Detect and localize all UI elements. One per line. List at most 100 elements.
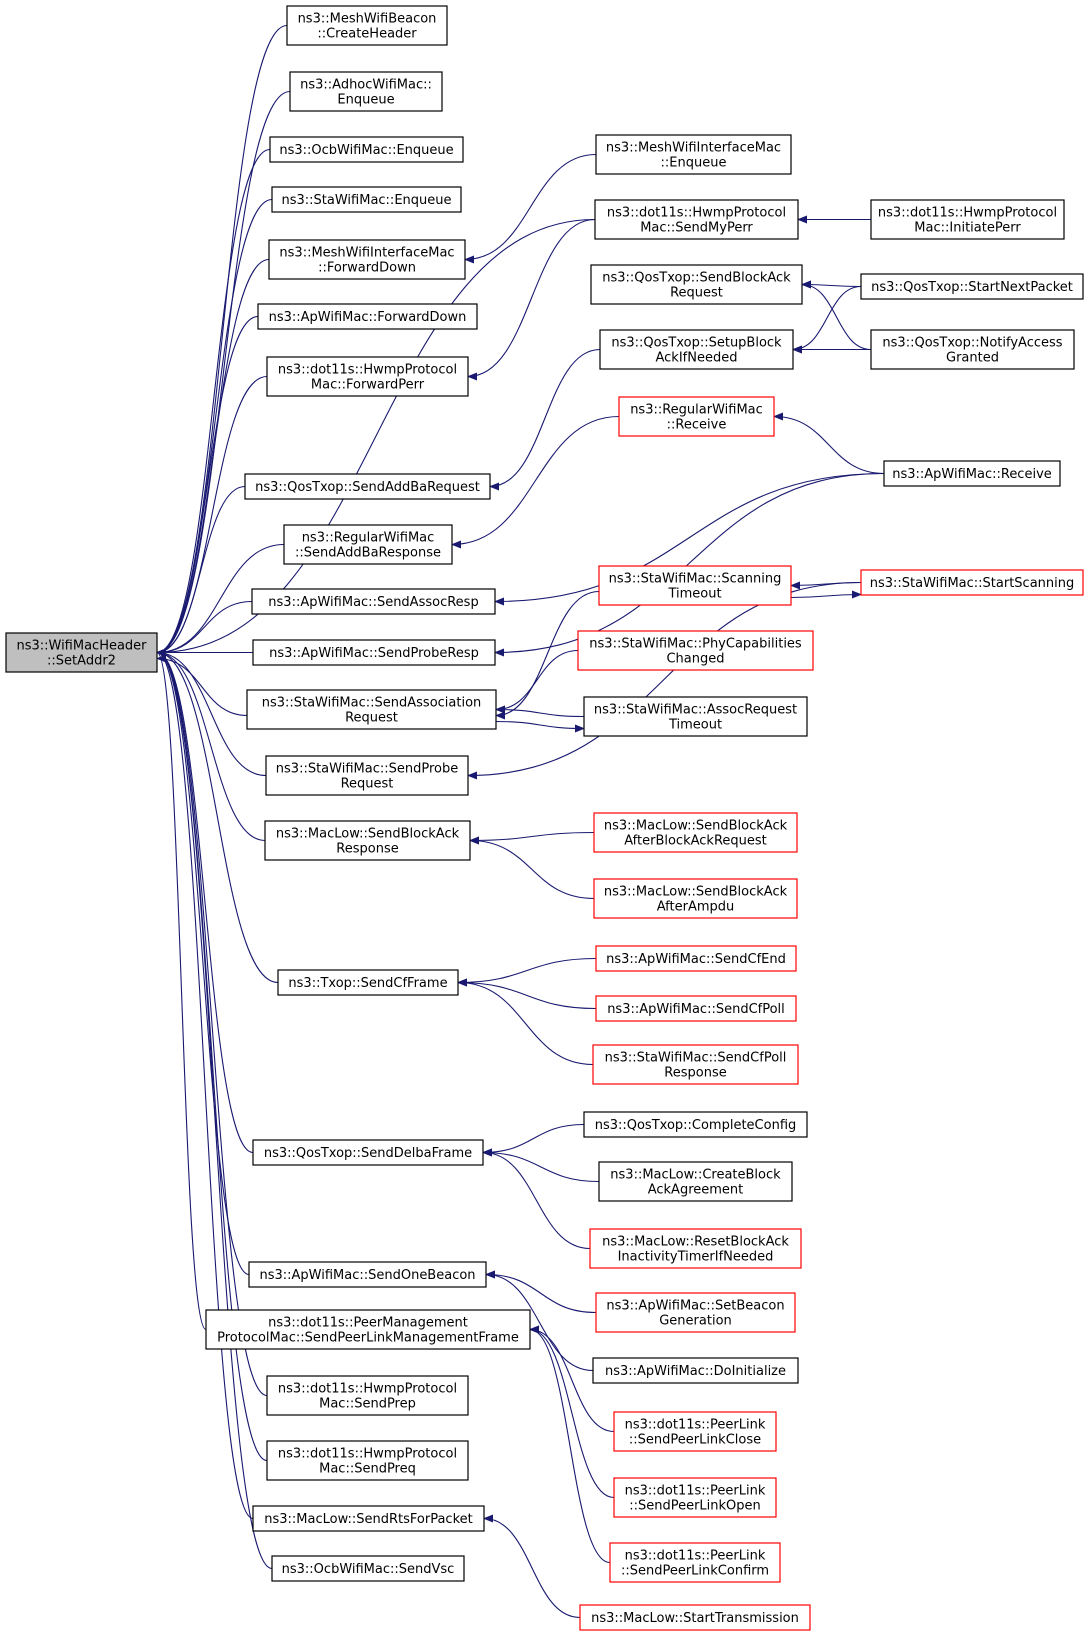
node-label: ns3::OcbWifiMac::Enqueue bbox=[279, 143, 453, 158]
node-ns3-qostxop-completeconfig[interactable]: ns3::QosTxop::CompleteConfig bbox=[583, 1111, 808, 1138]
node-label: ns3::ApWifiMac::SetBeacon bbox=[606, 1299, 784, 1314]
node-box bbox=[609, 1542, 781, 1583]
node-box bbox=[592, 1357, 799, 1384]
node-label: Request bbox=[341, 777, 394, 792]
node-ns3-qostxop-startnextpacket[interactable]: ns3::QosTxop::StartNextPacket bbox=[860, 273, 1084, 300]
node-ns3-stawifimac-enqueue[interactable]: ns3::StaWifiMac::Enqueue bbox=[271, 186, 462, 213]
node-ns3-dot11s-peerlink-sendpeerlinkconfirm[interactable]: ns3::dot11s::PeerLink::SendPeerLinkConfi… bbox=[609, 1542, 781, 1583]
node-ns3-apwifimac-sendproberesp[interactable]: ns3::ApWifiMac::SendProbeResp bbox=[252, 639, 496, 666]
node-label: ::SendPeerLinkClose bbox=[629, 1433, 761, 1448]
node-ns3-stawifimac-startscanning[interactable]: ns3::StaWifiMac::StartScanning bbox=[860, 569, 1084, 596]
node-box bbox=[870, 199, 1065, 240]
node-label: ns3::dot11s::HwmpProtocol bbox=[278, 1447, 457, 1462]
node-ns3-meshwifiinterfacemac-enqueue[interactable]: ns3::MeshWifiInterfaceMac::Enqueue bbox=[595, 134, 792, 175]
node-label: ::SendPeerLinkConfirm bbox=[621, 1564, 769, 1579]
edge-layer bbox=[156, 24, 885, 1619]
node-ns3-ocbwifimac-enqueue[interactable]: ns3::OcbWifiMac::Enqueue bbox=[269, 136, 464, 163]
node-ns3-txop-sendcfframe[interactable]: ns3::Txop::SendCfFrame bbox=[277, 969, 459, 996]
node-ns3-meshwifiinterfacemac-forwarddown[interactable]: ns3::MeshWifiInterfaceMac::ForwardDown bbox=[268, 239, 466, 280]
edge-m16-to-n16 bbox=[482, 1148, 591, 1250]
edge-r5-to-m6 bbox=[790, 581, 862, 590]
node-ns3-maclow-sendblockackafterblockackrequest[interactable]: ns3::MacLow::SendBlockAckAfterBlockAckRe… bbox=[593, 812, 798, 853]
node-box bbox=[613, 1411, 777, 1452]
node-label: Response bbox=[664, 1066, 726, 1081]
node-ns3-adhocwifimac-enqueue[interactable]: ns3::AdhocWifiMac::Enqueue bbox=[289, 71, 443, 112]
node-ns3-qostxop-senddelbaframe[interactable]: ns3::QosTxop::SendDelbaFrame bbox=[252, 1139, 484, 1166]
edge-n21-to-root bbox=[156, 648, 254, 1520]
edge-n16-to-root bbox=[156, 648, 254, 1154]
node-ns3-apwifimac-sendcfend[interactable]: ns3::ApWifiMac::SendCfEnd bbox=[595, 945, 797, 972]
node-box bbox=[860, 569, 1084, 596]
node-box bbox=[613, 1477, 777, 1518]
edge-n8-to-root bbox=[156, 485, 246, 657]
node-ns3-wifimacheader-setaddr2[interactable]: ns3::WifiMacHeader::SetAddr2 bbox=[5, 632, 158, 673]
node-ns3-qostxop-sendaddbarequest[interactable]: ns3::QosTxop::SendAddBaRequest bbox=[244, 473, 491, 500]
node-box bbox=[577, 630, 814, 671]
node-ns3-regularwifimac-receive[interactable]: ns3::RegularWifiMac::Receive bbox=[618, 396, 775, 437]
node-label: ::ForwardDown bbox=[318, 261, 416, 276]
edge-m17-to-n17 bbox=[485, 1270, 597, 1314]
node-label: ns3::ApWifiMac::SendProbeResp bbox=[269, 646, 479, 661]
node-box bbox=[5, 632, 158, 673]
node-ns3-apwifimac-forwarddown[interactable]: ns3::ApWifiMac::ForwardDown bbox=[257, 303, 478, 330]
node-label: ns3::dot11s::PeerManagement bbox=[268, 1316, 468, 1331]
node-box bbox=[244, 473, 491, 500]
node-label: ns3::QosTxop::StartNextPacket bbox=[871, 280, 1073, 295]
node-ns3-maclow-starttransmission[interactable]: ns3::MacLow::StartTransmission bbox=[579, 1604, 811, 1631]
node-label: Mac::ForwardPerr bbox=[311, 378, 425, 393]
node-ns3-apwifimac-sendassocresp[interactable]: ns3::ApWifiMac::SendAssocResp bbox=[251, 588, 496, 615]
node-box bbox=[595, 945, 797, 972]
node-ns3-dot11s-peermanagementprotocolmac-sendpeerlinkmanagementframe[interactable]: ns3::dot11s::PeerManagementProtocolMac::… bbox=[205, 1309, 531, 1350]
node-label: AfterAmpdu bbox=[657, 900, 735, 915]
edge-n12-to-root bbox=[156, 654, 248, 717]
node-label: AfterBlockAckRequest bbox=[624, 834, 767, 849]
node-label: ns3::dot11s::PeerLink bbox=[625, 1549, 766, 1564]
node-label: ns3::StaWifiMac::SendAssociation bbox=[262, 696, 482, 711]
node-ns3-apwifimac-sendcfpoll[interactable]: ns3::ApWifiMac::SendCfPoll bbox=[595, 995, 797, 1022]
edge-m21-to-n18 bbox=[529, 1325, 611, 1564]
node-label: ns3::StaWifiMac::PhyCapabilities bbox=[589, 637, 802, 652]
node-ns3-dot11s-hwmpprotocolmac-initiateperr[interactable]: ns3::dot11s::HwmpProtocolMac::InitiatePe… bbox=[870, 199, 1065, 240]
node-box bbox=[266, 1440, 469, 1481]
node-ns3-meshwifibeacon-createheader[interactable]: ns3::MeshWifiBeacon::CreateHeader bbox=[286, 5, 448, 46]
node-label: Request bbox=[345, 711, 398, 726]
node-ns3-maclow-sendrtsforpacket[interactable]: ns3::MacLow::SendRtsForPacket bbox=[252, 1505, 485, 1532]
node-label: Enqueue bbox=[337, 93, 394, 108]
node-box bbox=[590, 264, 803, 305]
node-ns3-dot11s-peerlink-sendpeerlinkopen[interactable]: ns3::dot11s::PeerLink::SendPeerLinkOpen bbox=[613, 1477, 777, 1518]
node-label: ::Receive bbox=[667, 418, 727, 433]
node-box bbox=[595, 995, 797, 1022]
node-ns3-ocbwifimac-sendvsc[interactable]: ns3::OcbWifiMac::SendVsc bbox=[271, 1555, 465, 1582]
edge-m4-to-n8 bbox=[489, 348, 601, 491]
node-ns3-apwifimac-sendonebeacon[interactable]: ns3::ApWifiMac::SendOneBeacon bbox=[248, 1261, 487, 1288]
node-label: ns3::MacLow::ResetBlockAck bbox=[602, 1235, 789, 1250]
node-label: Timeout bbox=[668, 718, 722, 733]
node-label: ns3::MeshWifiInterfaceMac bbox=[606, 141, 781, 156]
node-label: ::Enqueue bbox=[661, 156, 727, 171]
node-ns3-maclow-resetblockackinactivitytimerifneeded[interactable]: ns3::MacLow::ResetBlockAckInactivityTime… bbox=[589, 1228, 802, 1269]
node-ns3-apwifimac-receive[interactable]: ns3::ApWifiMac::Receive bbox=[883, 460, 1061, 487]
node-ns3-regularwifimac-sendaddbaresponse[interactable]: ns3::RegularWifiMac::SendAddBaResponse bbox=[283, 524, 453, 565]
node-ns3-dot11s-hwmpprotocolmac-forwardperr[interactable]: ns3::dot11s::HwmpProtocolMac::ForwardPer… bbox=[266, 356, 469, 397]
node-label: ns3::MacLow::CreateBlock bbox=[610, 1168, 781, 1183]
node-label: ns3::QosTxop::SendDelbaFrame bbox=[264, 1146, 472, 1161]
node-box bbox=[593, 812, 798, 853]
node-ns3-apwifimac-doinitialize[interactable]: ns3::ApWifiMac::DoInitialize bbox=[592, 1357, 799, 1384]
node-ns3-dot11s-peerlink-sendpeerlinkclose[interactable]: ns3::dot11s::PeerLink::SendPeerLinkClose bbox=[613, 1411, 777, 1452]
